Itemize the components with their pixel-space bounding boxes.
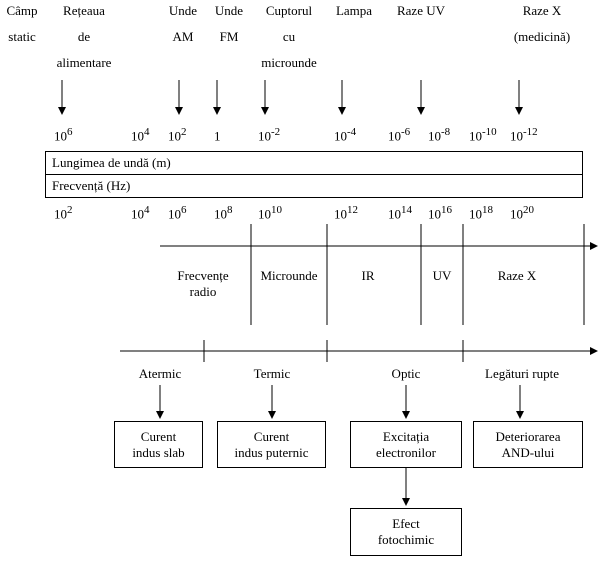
effect-broken-bonds: Legături rupte [485,366,559,381]
wavelength-tick: 102 [168,126,187,144]
frequency-tick: 104 [131,204,150,222]
frequency-tick: 108 [214,204,233,222]
frequency-tick: 1010 [258,204,282,222]
source-static-field: Câmp static [6,3,38,44]
source-power-grid: Rețeaua de alimentare [56,3,112,70]
outcome-weak-induced-current: Curent indus slab [114,421,203,468]
wavelength-tick: 104 [131,126,150,144]
effect-thermal: Termic [253,366,291,381]
outcome-photochemical-effect: Efect fotochimic [350,508,462,556]
wavelength-tick: 10-8 [428,126,451,144]
band-uv: UV [432,268,452,283]
wavelength-tick: 10-4 [334,126,357,144]
frequency-tick: 1018 [469,204,493,222]
wavelength-tick: 1 [214,128,221,144]
effect-optical: Optic [391,366,421,381]
source-uv-rays: Raze UV [396,3,446,18]
frequency-label: Frecvență (Hz) [52,178,131,193]
source-x-rays: Raze X (medicină) [513,3,571,44]
wavelength-tick: 10-12 [510,126,538,144]
frequency-tick: 1014 [388,204,412,222]
wavelength-tick: 10-10 [469,126,497,144]
band-ir: IR [361,268,375,283]
outcome-dna-damage: Deteriorarea AND-ului [473,421,583,468]
frequency-tick: 102 [54,204,73,222]
outcome-strong-induced-current: Curent indus puternic [217,421,326,468]
band-microwave: Microunde [260,268,318,283]
band-x-rays: Raze X [497,268,537,283]
outcome-electron-excitation: Excitația electronilor [350,421,462,468]
wavelength-band: Lungimea de undă (m) [45,151,583,175]
wavelength-tick: 10-6 [388,126,411,144]
source-am-waves: Unde AM [168,3,198,44]
source-lamp: Lampa [335,3,373,18]
wavelength-label: Lungimea de undă (m) [52,155,171,170]
wavelength-tick: 106 [54,126,73,144]
frequency-tick: 1016 [428,204,452,222]
wavelength-tick: 10-2 [258,126,281,144]
frequency-band: Frecvență (Hz) [45,174,583,198]
band-radio: Frecvențe radio [177,268,229,299]
frequency-tick: 1020 [510,204,534,222]
effect-athermal: Atermic [138,366,182,381]
source-microwave-oven: Cuptorul cu microunde [261,3,317,70]
frequency-tick: 106 [168,204,187,222]
frequency-tick: 1012 [334,204,358,222]
source-fm-waves: Unde FM [214,3,244,44]
